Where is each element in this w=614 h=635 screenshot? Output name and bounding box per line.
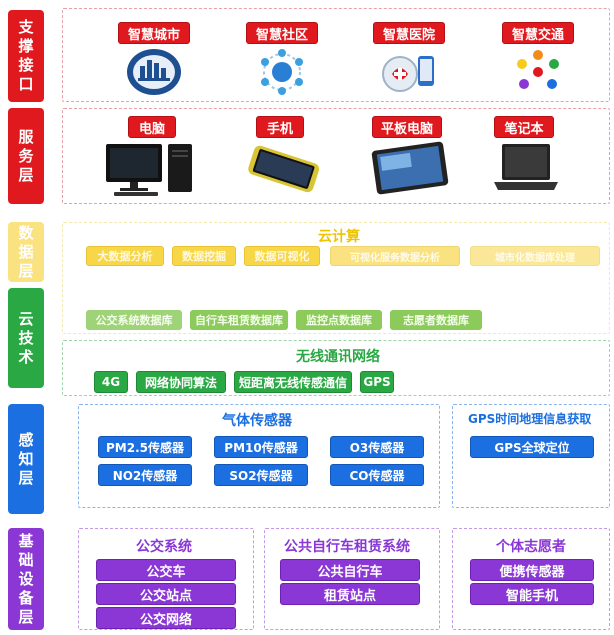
layer-label-infrastructure: 基础设备层 xyxy=(8,528,44,630)
mobile-phone-icon xyxy=(248,145,320,193)
cloud-analysis-mining: 数据挖掘 xyxy=(172,246,236,266)
support-item-smart-traffic: 智慧交通 xyxy=(502,22,574,44)
volunteer-item-phone: 智能手机 xyxy=(470,583,594,605)
support-item-smart-city: 智慧城市 xyxy=(118,22,190,44)
sensor-co: CO传感器 xyxy=(330,464,424,486)
cloud-title: 云计算 xyxy=(318,229,360,245)
network-item-short-range: 短距离无线传感通信 xyxy=(234,371,352,393)
network-item-4g: 4G xyxy=(94,371,128,393)
layer-label-infrastructure-text: 基础设备层 xyxy=(18,531,34,626)
layer-label-data: 数据层 xyxy=(8,222,44,282)
cloud-db-bus: 公交系统数据库 xyxy=(86,310,182,330)
gas-sensor-frame xyxy=(78,404,440,508)
network-item-algorithm: 网络协同算法 xyxy=(136,371,226,393)
service-frame xyxy=(62,108,610,204)
sensor-pm25: PM2.5传感器 xyxy=(98,436,192,458)
sensor-no2: NO2传感器 xyxy=(98,464,192,486)
bus-item-stop: 公交站点 xyxy=(96,583,236,605)
smart-city-logo-icon xyxy=(127,49,181,95)
bike-system-frame xyxy=(264,528,440,630)
gps-frame xyxy=(452,404,610,508)
network-frame xyxy=(62,340,610,396)
support-item-smart-hospital: 智慧医院 xyxy=(373,22,445,44)
sensor-pm10: PM10传感器 xyxy=(214,436,308,458)
cloud-analysis-visualization: 数据可视化 xyxy=(244,246,320,266)
sensor-o3: O3传感器 xyxy=(330,436,424,458)
layer-label-service: 服务层 xyxy=(8,108,44,204)
network-item-gps: GPS xyxy=(360,371,394,393)
service-item-tablet: 平板电脑 xyxy=(372,116,442,138)
cloud-analysis-big-data: 大数据分析 xyxy=(86,246,164,266)
layer-label-cloud-text: 云技术 xyxy=(18,309,34,366)
laptop-icon xyxy=(494,144,558,190)
layer-label-cloud: 云技术 xyxy=(8,288,44,388)
layer-label-support-text: 支撑接口 xyxy=(18,18,34,93)
cloud-db-volunteer: 志愿者数据库 xyxy=(390,310,482,330)
layer-label-data-text: 数据层 xyxy=(18,223,34,280)
service-item-phone: 手机 xyxy=(256,116,304,138)
bus-item-network: 公交网络 xyxy=(96,607,236,629)
gps-title: GPS时间地理信息获取 xyxy=(468,412,592,426)
support-frame xyxy=(62,8,610,102)
gps-global-positioning: GPS全球定位 xyxy=(470,436,594,458)
cloud-analysis-service: 可视化服务数据分析 xyxy=(330,246,460,266)
layer-label-perception-text: 感知层 xyxy=(18,430,34,487)
bus-item-bus: 公交车 xyxy=(96,559,236,581)
desktop-computer-icon xyxy=(106,144,192,196)
bus-system-title: 公交系统 xyxy=(136,539,192,555)
cloud-db-monitor: 监控点数据库 xyxy=(296,310,382,330)
smart-hospital-icon xyxy=(382,56,434,92)
cloud-frame xyxy=(62,222,610,334)
layer-label-service-text: 服务层 xyxy=(18,127,34,184)
volunteer-title: 个体志愿者 xyxy=(496,539,566,555)
volunteer-frame xyxy=(452,528,610,630)
bike-item-bicycle: 公共自行车 xyxy=(280,559,420,581)
service-item-pc: 电脑 xyxy=(128,116,176,138)
tablet-icon xyxy=(371,141,449,195)
smart-traffic-icon xyxy=(517,50,559,89)
support-item-smart-community: 智慧社区 xyxy=(246,22,318,44)
bike-item-station: 租赁站点 xyxy=(280,583,420,605)
bike-system-title: 公共自行车租赁系统 xyxy=(284,539,410,555)
bus-system-frame xyxy=(78,528,254,630)
volunteer-item-sensor: 便携传感器 xyxy=(470,559,594,581)
network-title: 无线通讯网络 xyxy=(296,349,380,365)
sensor-so2: SO2传感器 xyxy=(214,464,308,486)
layer-label-support: 支撑接口 xyxy=(8,10,44,102)
cloud-db-bike: 自行车租赁数据库 xyxy=(190,310,288,330)
layer-label-perception: 感知层 xyxy=(8,404,44,514)
smart-community-diagram-icon xyxy=(261,49,303,95)
service-item-laptop: 笔记本 xyxy=(494,116,554,138)
gas-sensor-title: 气体传感器 xyxy=(222,413,292,429)
cloud-analysis-city-db: 城市化数据库处理 xyxy=(470,246,600,266)
